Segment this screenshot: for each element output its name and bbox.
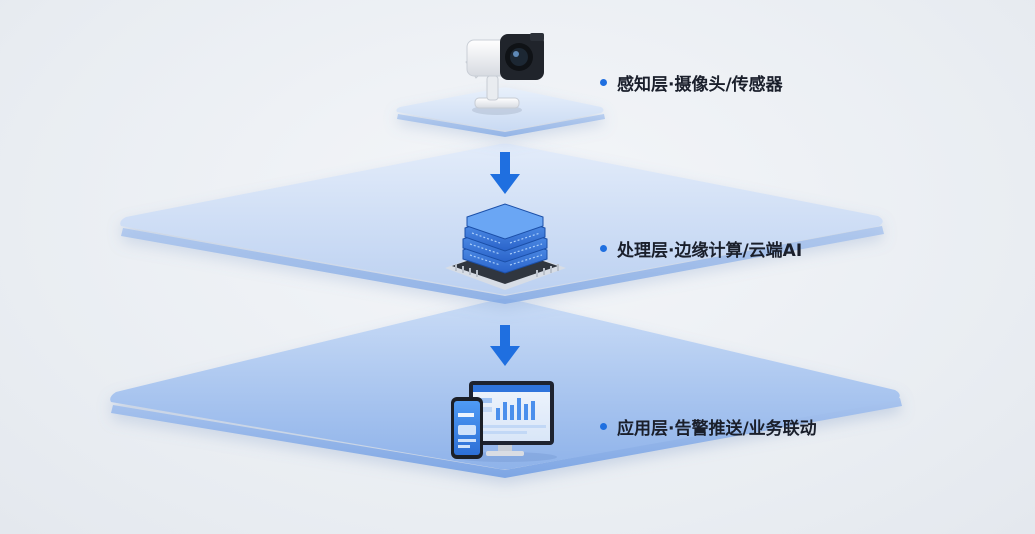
- perception-layer-text: 感知层·摄像头/传感器: [617, 75, 783, 95]
- perception-layer-plate: [396, 87, 605, 137]
- processing-layer-label: 处理层·边缘计算/云端AI: [600, 236, 802, 261]
- phone-and-monitor-dashboard-icon: [451, 381, 557, 462]
- chip-server-stack-icon: [445, 203, 566, 290]
- security-camera-icon: [465, 33, 544, 115]
- arrow-down-icon: [490, 325, 520, 366]
- bullet-dot: [600, 423, 607, 430]
- application-layer-label: 应用层·告警推送/业务联动: [600, 414, 817, 439]
- arrow-down-icon: [490, 152, 520, 194]
- perception-layer-label: 感知层·摄像头/传感器: [600, 70, 783, 95]
- bullet-dot: [600, 79, 607, 86]
- bullet-dot: [600, 245, 607, 252]
- processing-layer-text: 处理层·边缘计算/云端AI: [617, 241, 803, 261]
- application-layer-text: 应用层·告警推送/业务联动: [617, 419, 817, 439]
